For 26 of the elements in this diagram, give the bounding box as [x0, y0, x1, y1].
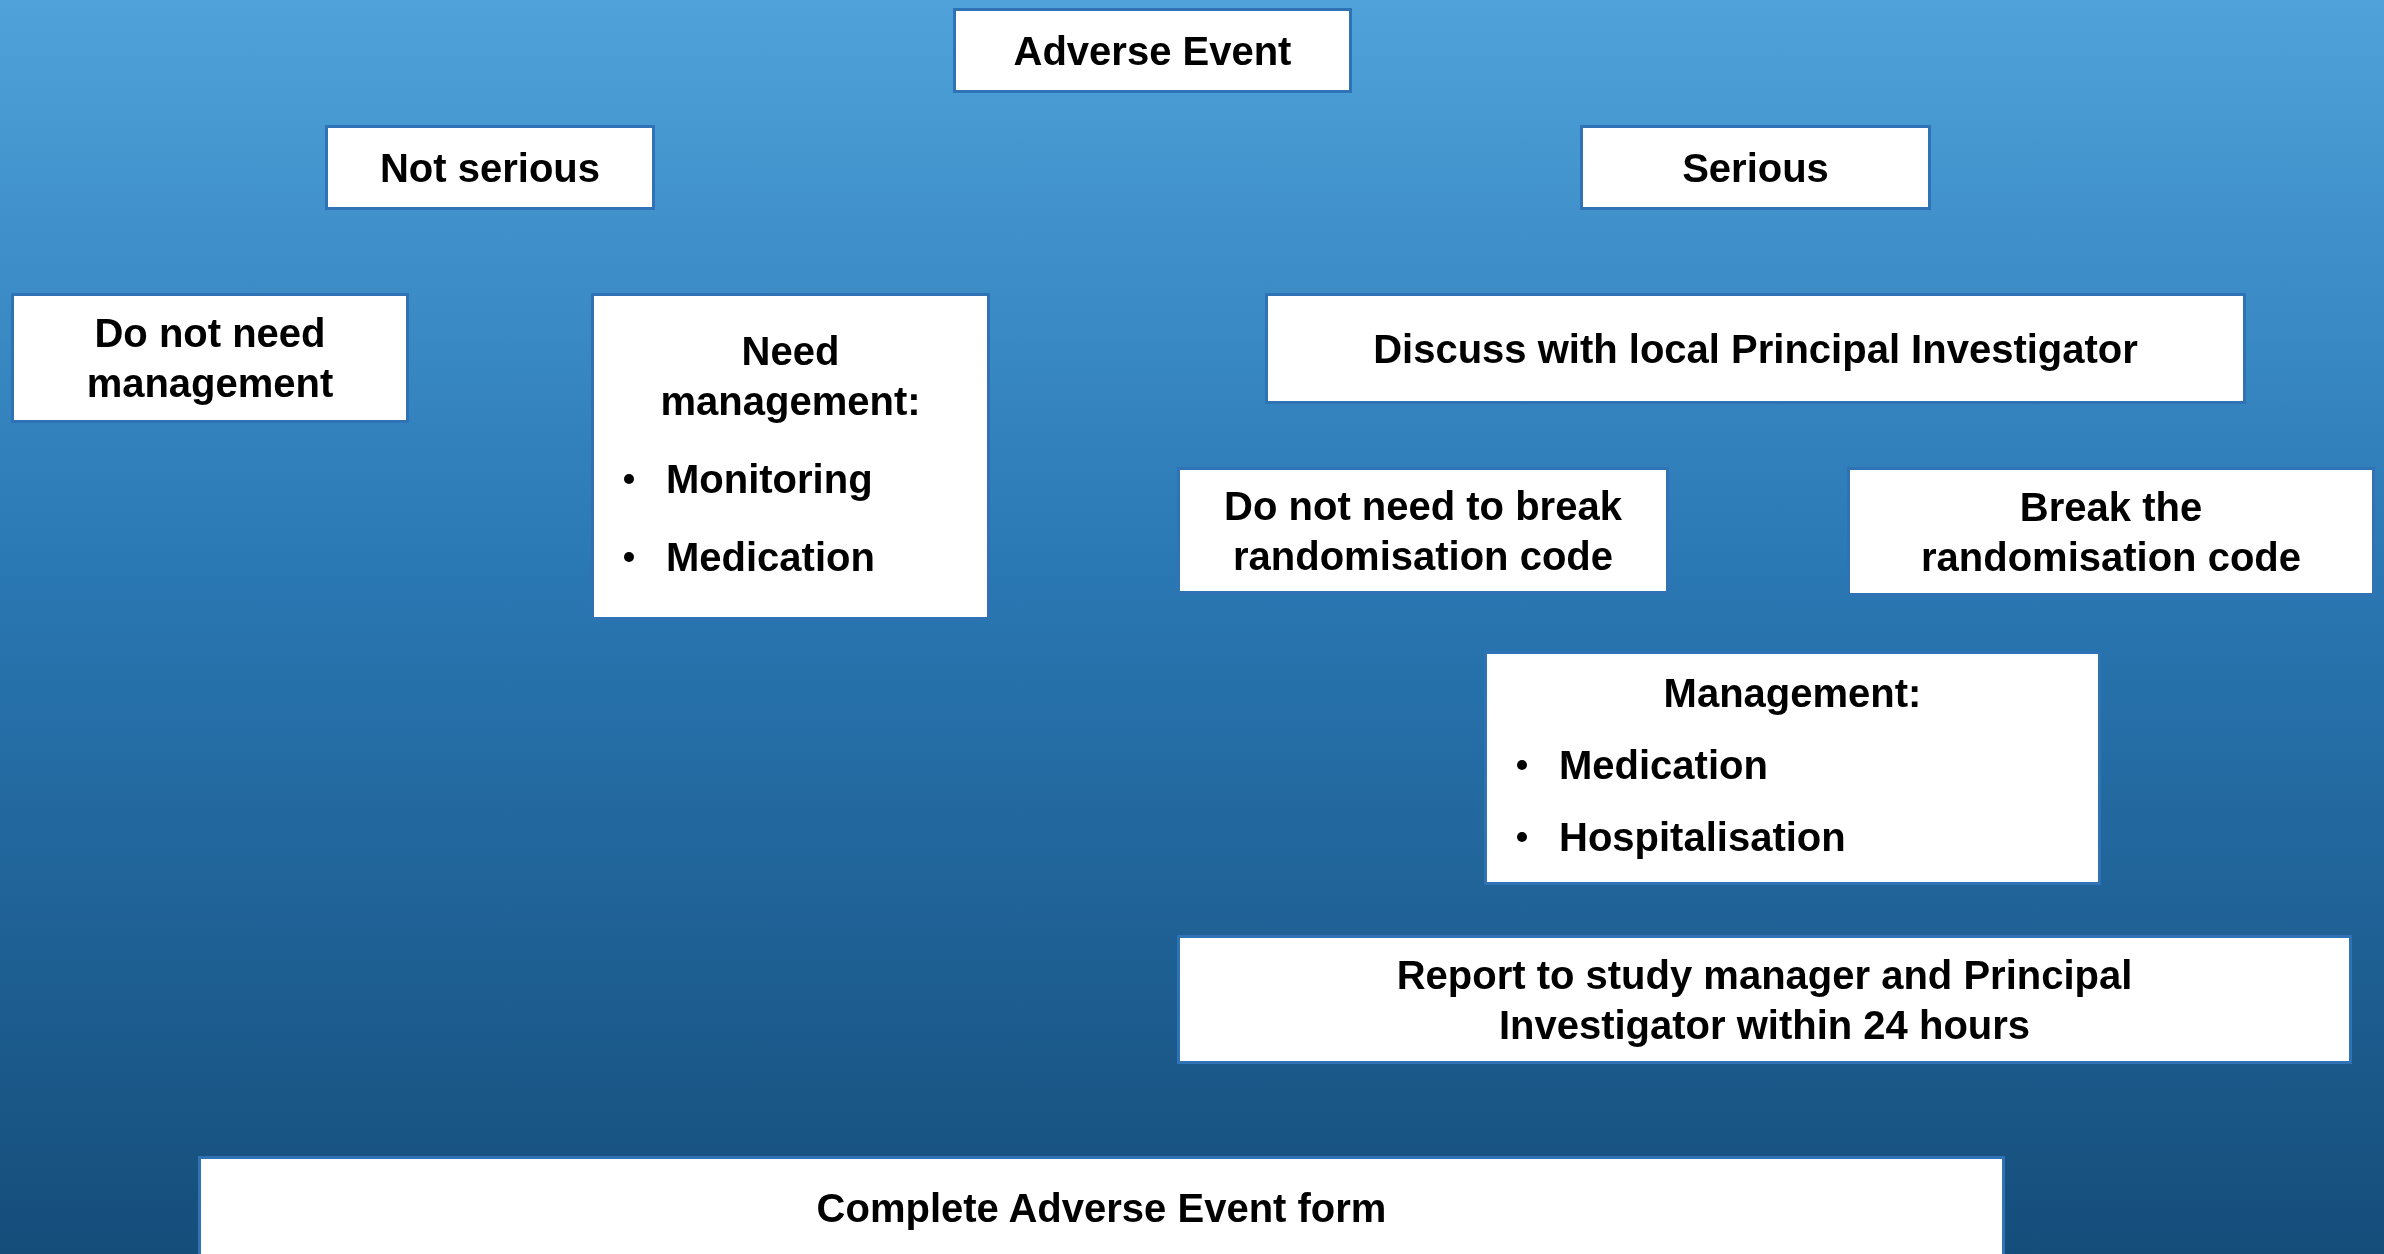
- process-box: [1177, 467, 1669, 594]
- box-heading: Need management:: [660, 329, 921, 423]
- box-heading: Report to study manager and Principal Investigator within 24 hours: [1396, 952, 2133, 1047]
- box-heading: Do not need management: [86, 311, 334, 405]
- process-box: [1177, 935, 2352, 1064]
- box-heading: Adverse Event: [1013, 28, 1292, 73]
- box-heading: Not serious: [379, 145, 600, 190]
- process-box: [325, 125, 655, 210]
- box-heading: Complete Adverse Event form: [816, 1186, 1387, 1230]
- bullet-item: Monitoring: [666, 457, 873, 501]
- process-box: [1847, 467, 2375, 596]
- box-heading: Do not need to break randomisation code: [1224, 483, 1622, 578]
- box-heading: Serious: [1682, 145, 1829, 190]
- bullet-item: Hospitalisation: [1559, 815, 1846, 859]
- process-box: [1580, 125, 1931, 210]
- process-box: [1265, 293, 2246, 404]
- process-box: [11, 293, 409, 423]
- box-heading: Discuss with local Principal Investigator: [1373, 326, 2138, 371]
- process-box: [591, 293, 990, 620]
- process-box: [1484, 651, 2101, 885]
- process-box: [953, 8, 1352, 93]
- box-heading: Break the randomisation code: [1920, 484, 2302, 579]
- box-heading: Management:: [1663, 671, 1922, 715]
- process-box: [198, 1156, 2005, 1254]
- bullet-item: Medication: [1559, 743, 1768, 787]
- bullet-item: Medication: [666, 535, 875, 579]
